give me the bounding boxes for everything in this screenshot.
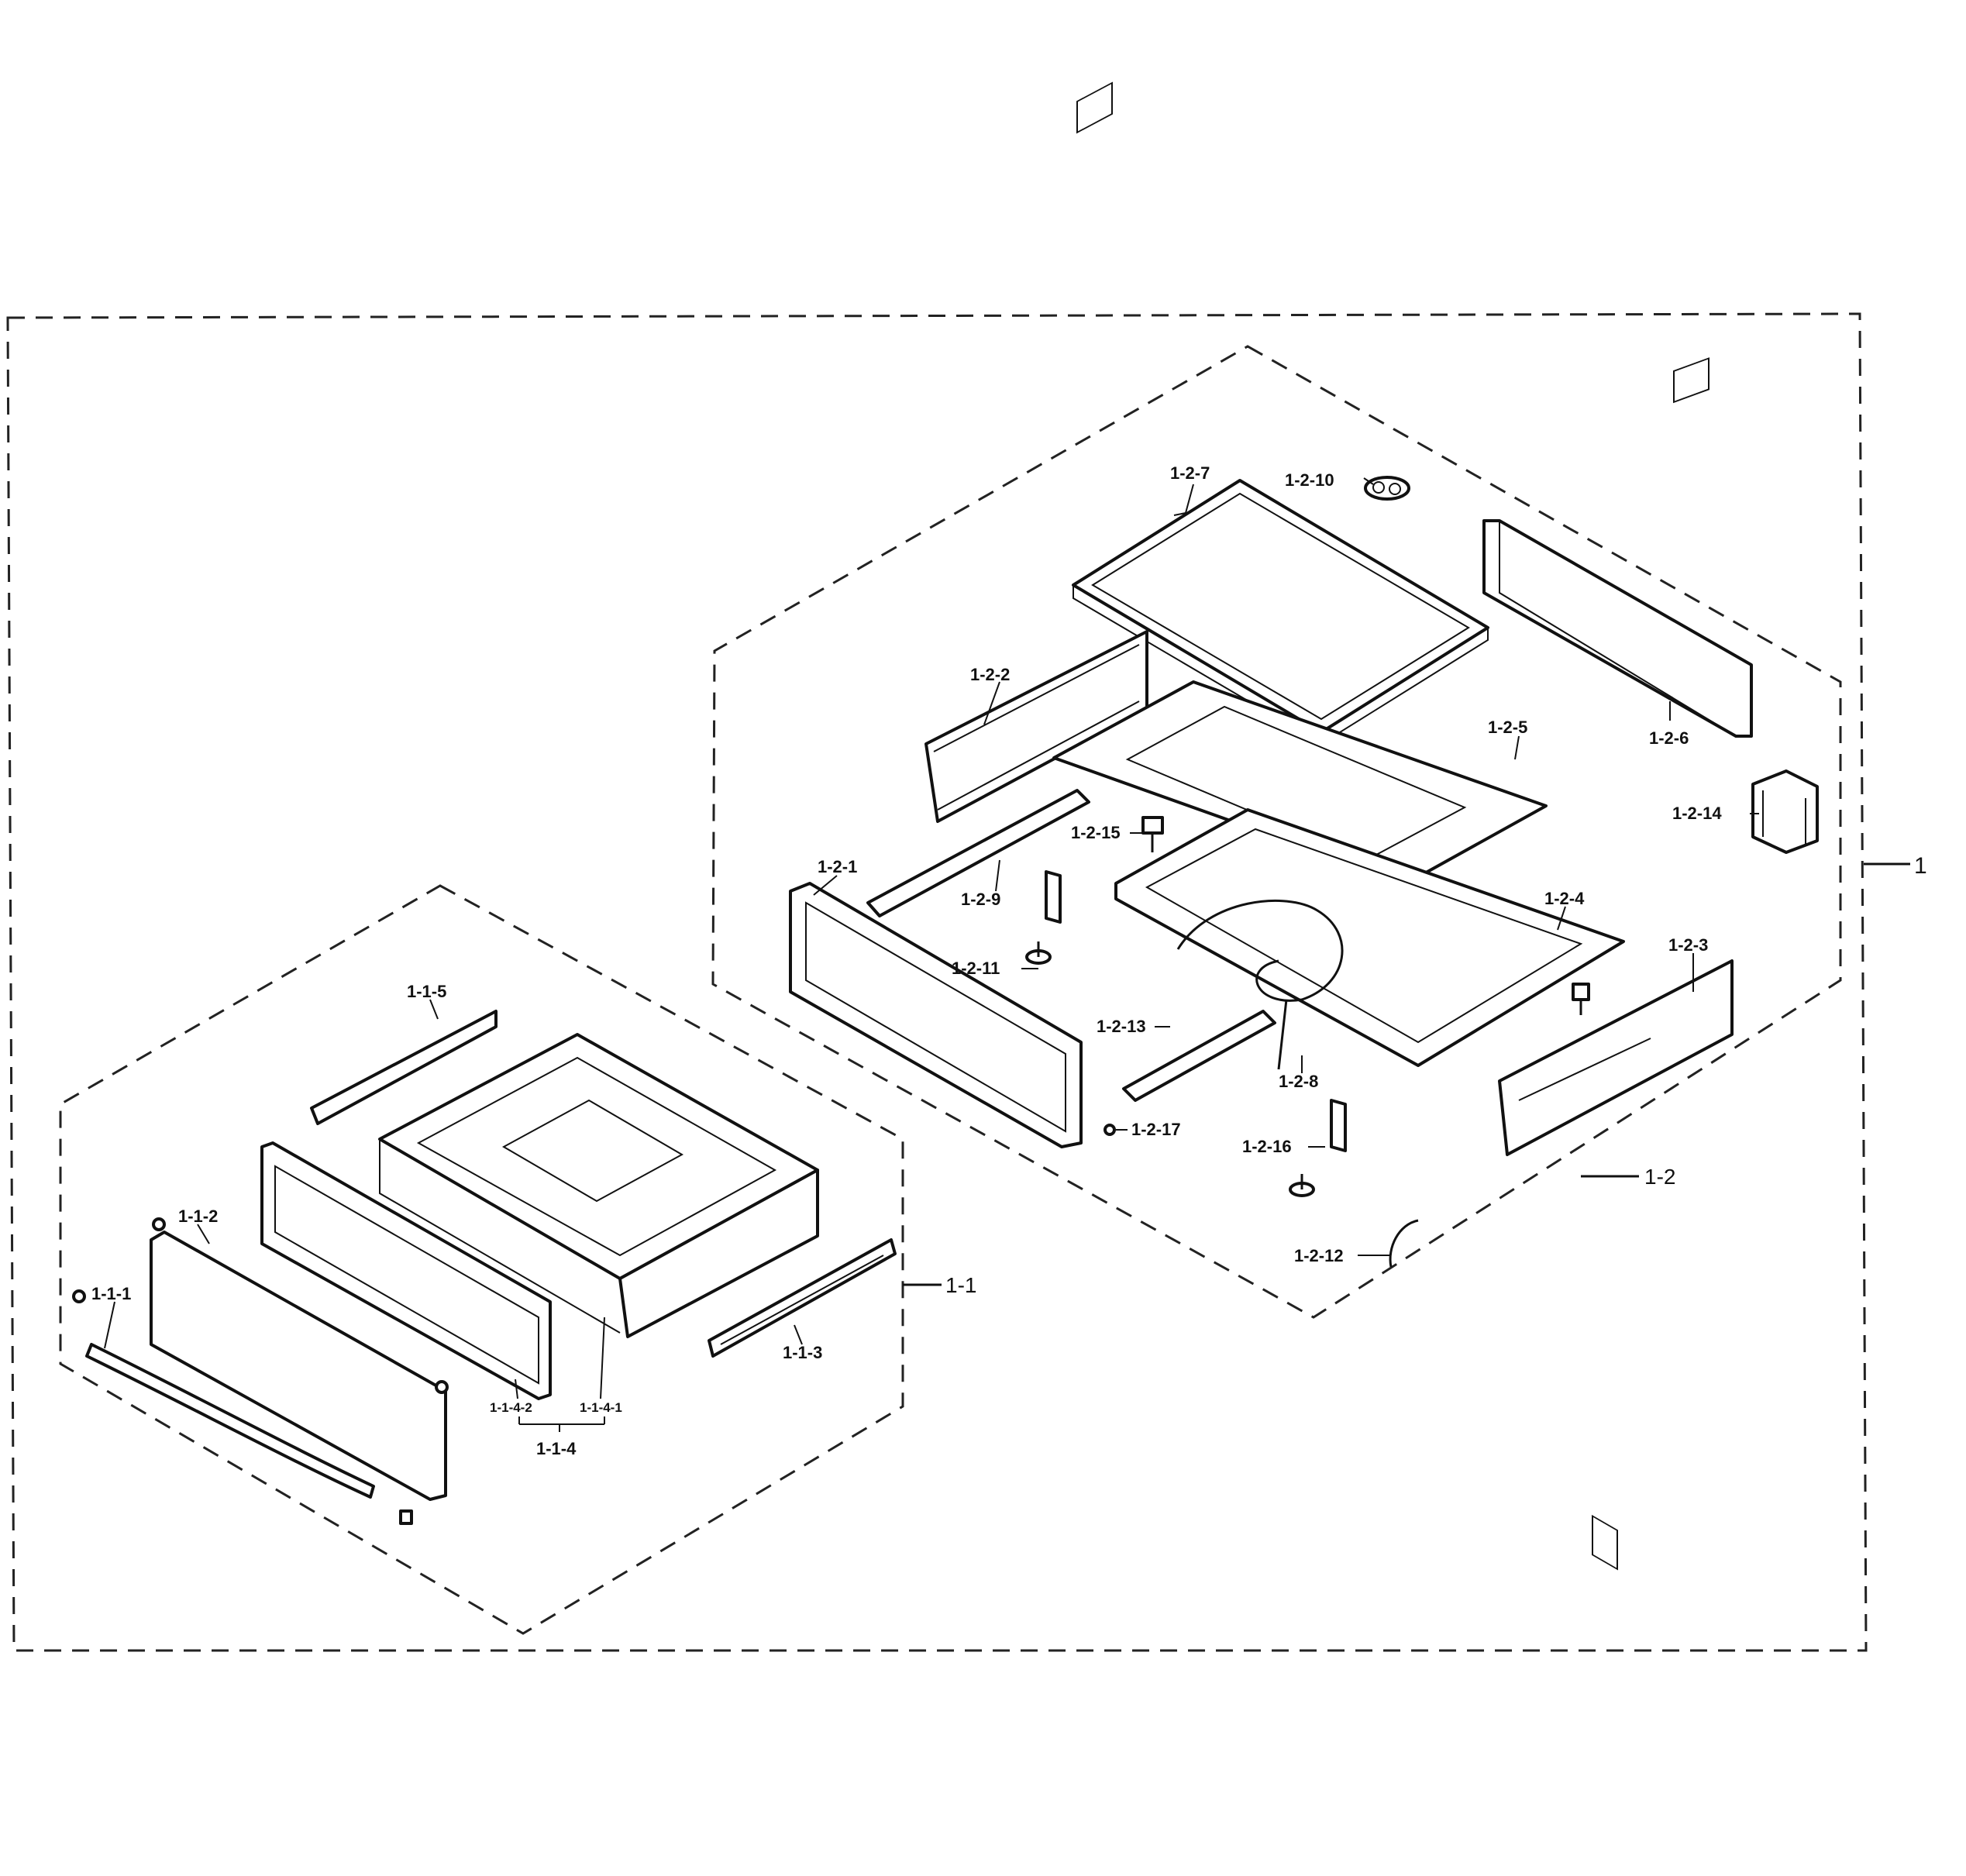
label-1-2-12: 1-2-12 [1294, 1246, 1344, 1265]
part-1-1-5-rail [310, 1010, 498, 1125]
label-1-2-3: 1-2-3 [1668, 935, 1708, 955]
label-1-1-2: 1-1-2 [178, 1206, 218, 1226]
label-1-2-1: 1-2-1 [818, 857, 857, 876]
label-1-2-7: 1-2-7 [1170, 463, 1210, 483]
part-1-2-17-screw [1104, 1124, 1116, 1136]
group-1-2-boundary [711, 345, 1842, 1319]
label-1-2-15: 1-2-15 [1071, 823, 1121, 842]
part-labels: 1 1-2 1-1 1-2-7 1-2-10 1-2-2 1-2-5 1-2-6… [91, 463, 1927, 1458]
label-1: 1 [1914, 853, 1927, 879]
assembly-1-boundary [6, 312, 1868, 1652]
label-1-2-16: 1-2-16 [1242, 1137, 1292, 1156]
label-1-2-11: 1-2-11 [952, 959, 1000, 978]
label-1-2-5: 1-2-5 [1488, 718, 1527, 737]
label-1-2-14: 1-2-14 [1672, 804, 1722, 823]
part-1-2-15-foot [1141, 816, 1164, 852]
part-1-1-4-2-inner-front [260, 1141, 552, 1400]
label-1-1-4: 1-1-4 [536, 1439, 577, 1458]
label-1-1-3: 1-1-3 [783, 1343, 822, 1362]
label-1-2: 1-2 [1644, 1165, 1675, 1189]
part-1-1-4-1-drawer-tub [378, 1033, 819, 1338]
part-1-2-4-base [1114, 808, 1625, 1070]
label-1-2-2: 1-2-2 [970, 665, 1010, 684]
label-1-2-6: 1-2-6 [1649, 728, 1689, 748]
label-1-2-13: 1-2-13 [1097, 1017, 1146, 1036]
label-1-2-4: 1-2-4 [1544, 889, 1585, 908]
part-foot-right [1572, 983, 1590, 1015]
label-1-1-4-2: 1-1-4-2 [490, 1400, 532, 1415]
part-1-2-12-clip [1389, 1219, 1419, 1268]
leader-lines [104, 477, 1910, 1432]
part-1-2-6-rear-panel [1482, 519, 1753, 1571]
label-1-2-17: 1-2-17 [1131, 1120, 1181, 1139]
label-1-2-8: 1-2-8 [1279, 1072, 1318, 1091]
label-1-1: 1-1 [945, 1273, 976, 1297]
label-1-2-10: 1-2-10 [1285, 470, 1334, 490]
part-1-1-1-handle [72, 1289, 413, 1525]
part-1-2-9-rail [866, 789, 1090, 917]
group-1-1-boundary [59, 884, 904, 1635]
part-1-2-16-leg [1289, 1099, 1347, 1197]
label-1-1-5: 1-1-5 [407, 982, 446, 1001]
part-1-2-11-leg [1025, 870, 1062, 965]
part-1-2-14-bracket [1751, 769, 1819, 854]
label-1-1-1: 1-1-1 [91, 1284, 131, 1303]
part-1-1-2-drawer-front [150, 1217, 449, 1501]
label-1-1-4-1: 1-1-4-1 [580, 1400, 622, 1415]
label-1-2-9: 1-2-9 [961, 890, 1000, 909]
part-1-1-3-slide-rail [708, 1238, 897, 1358]
part-1-2-10-gasket [1364, 476, 1410, 501]
part-1-2-3-right-side-panel [1498, 357, 1734, 1156]
part-1-2-1-front-frame [789, 882, 1083, 1148]
part-1-2-8-rail [1122, 1010, 1276, 1102]
part-1-2-2-left-side-panel [924, 81, 1148, 823]
